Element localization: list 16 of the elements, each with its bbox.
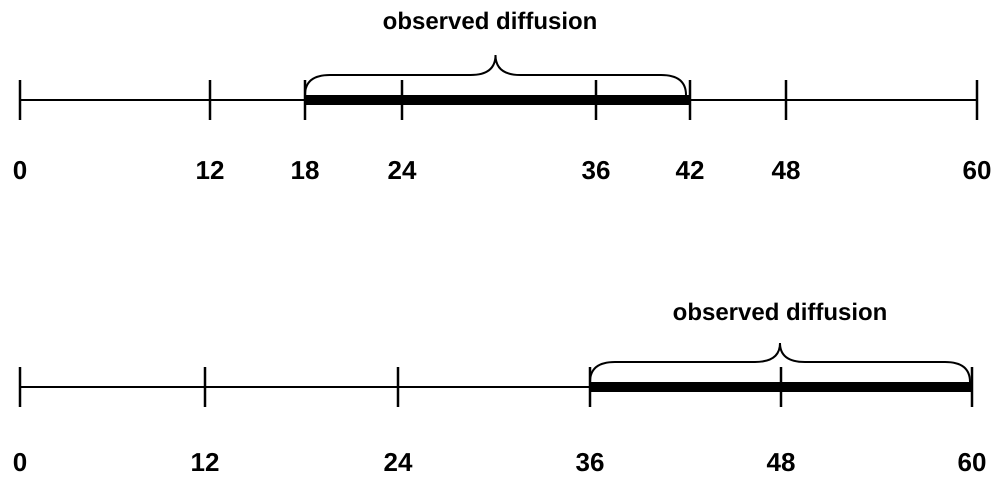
bracket-label: observed diffusion [672, 301, 888, 325]
tick-label: 0 [12, 449, 28, 475]
tick-label: 24 [384, 449, 412, 475]
tick-label: 48 [772, 157, 800, 183]
tick-label: 12 [190, 449, 220, 475]
tick-label: 12 [196, 157, 224, 183]
tick-label: 60 [958, 449, 986, 475]
tick-label: 42 [676, 157, 704, 183]
tick-label: 48 [766, 449, 796, 475]
tick-label: 60 [962, 157, 992, 183]
tick-label: 18 [290, 157, 320, 183]
tick-label: 36 [576, 449, 604, 475]
tick-label: 24 [388, 157, 416, 183]
bracket-label: observed diffusion [382, 10, 598, 34]
tick-label: 36 [582, 157, 610, 183]
tick-label: 0 [12, 157, 28, 183]
